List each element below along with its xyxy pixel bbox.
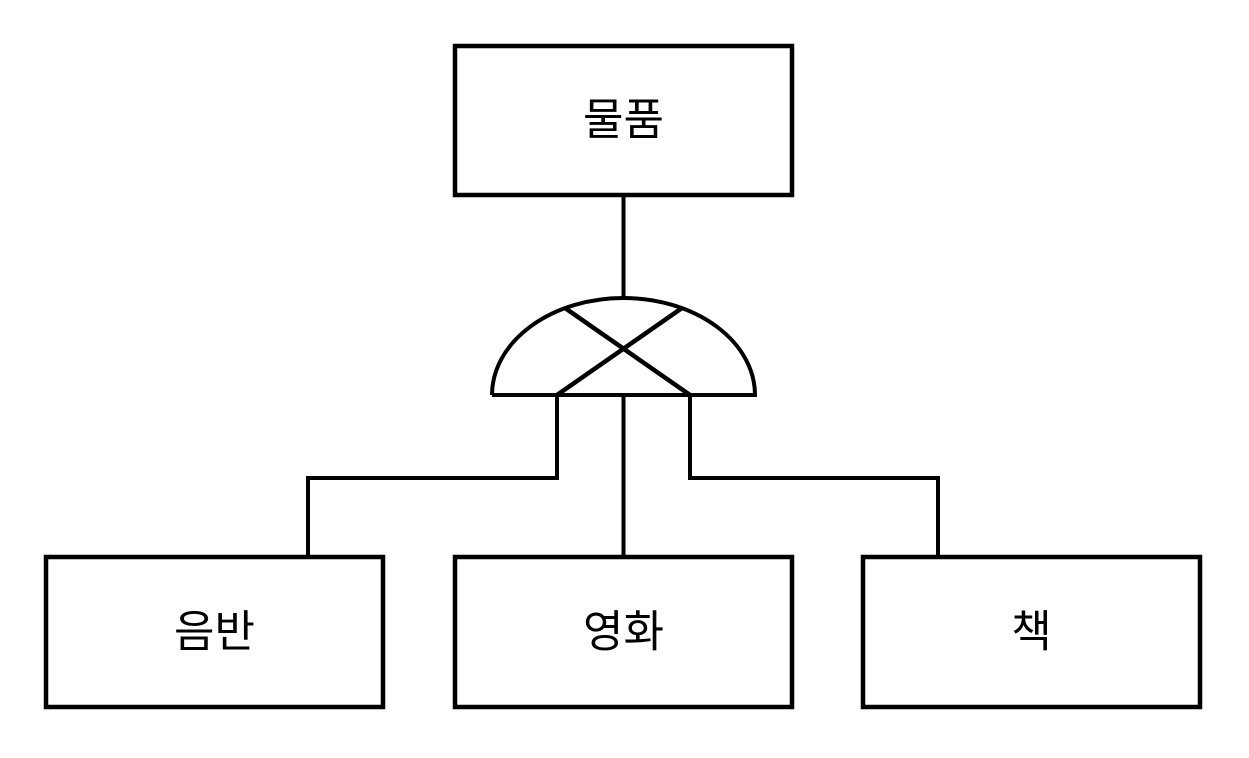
node-child-right-label: 책: [1011, 608, 1051, 657]
node-child-left: 음반: [43, 554, 386, 710]
node-child-left-label: 음반: [174, 608, 255, 657]
edge-symbol-to-child-right: [688, 395, 940, 557]
node-child-center: 영화: [452, 554, 795, 710]
node-child-right: 책: [860, 554, 1203, 710]
node-child-center-label: 영화: [583, 608, 664, 657]
cross-diagonal-right: [555, 306, 684, 397]
node-child-center-box: [452, 554, 795, 710]
exclusive-arc-with-cross-icon: [490, 296, 758, 397]
node-root-label: 물품: [583, 96, 664, 145]
diagram-edges: [306, 195, 940, 557]
node-root: 물품: [452, 43, 795, 198]
node-root-box: [452, 43, 795, 198]
cross-diagonal-left: [563, 306, 692, 397]
edge-symbol-to-child-left: [306, 395, 559, 557]
node-child-left-box: [43, 554, 386, 710]
node-child-right-box: [860, 554, 1203, 710]
